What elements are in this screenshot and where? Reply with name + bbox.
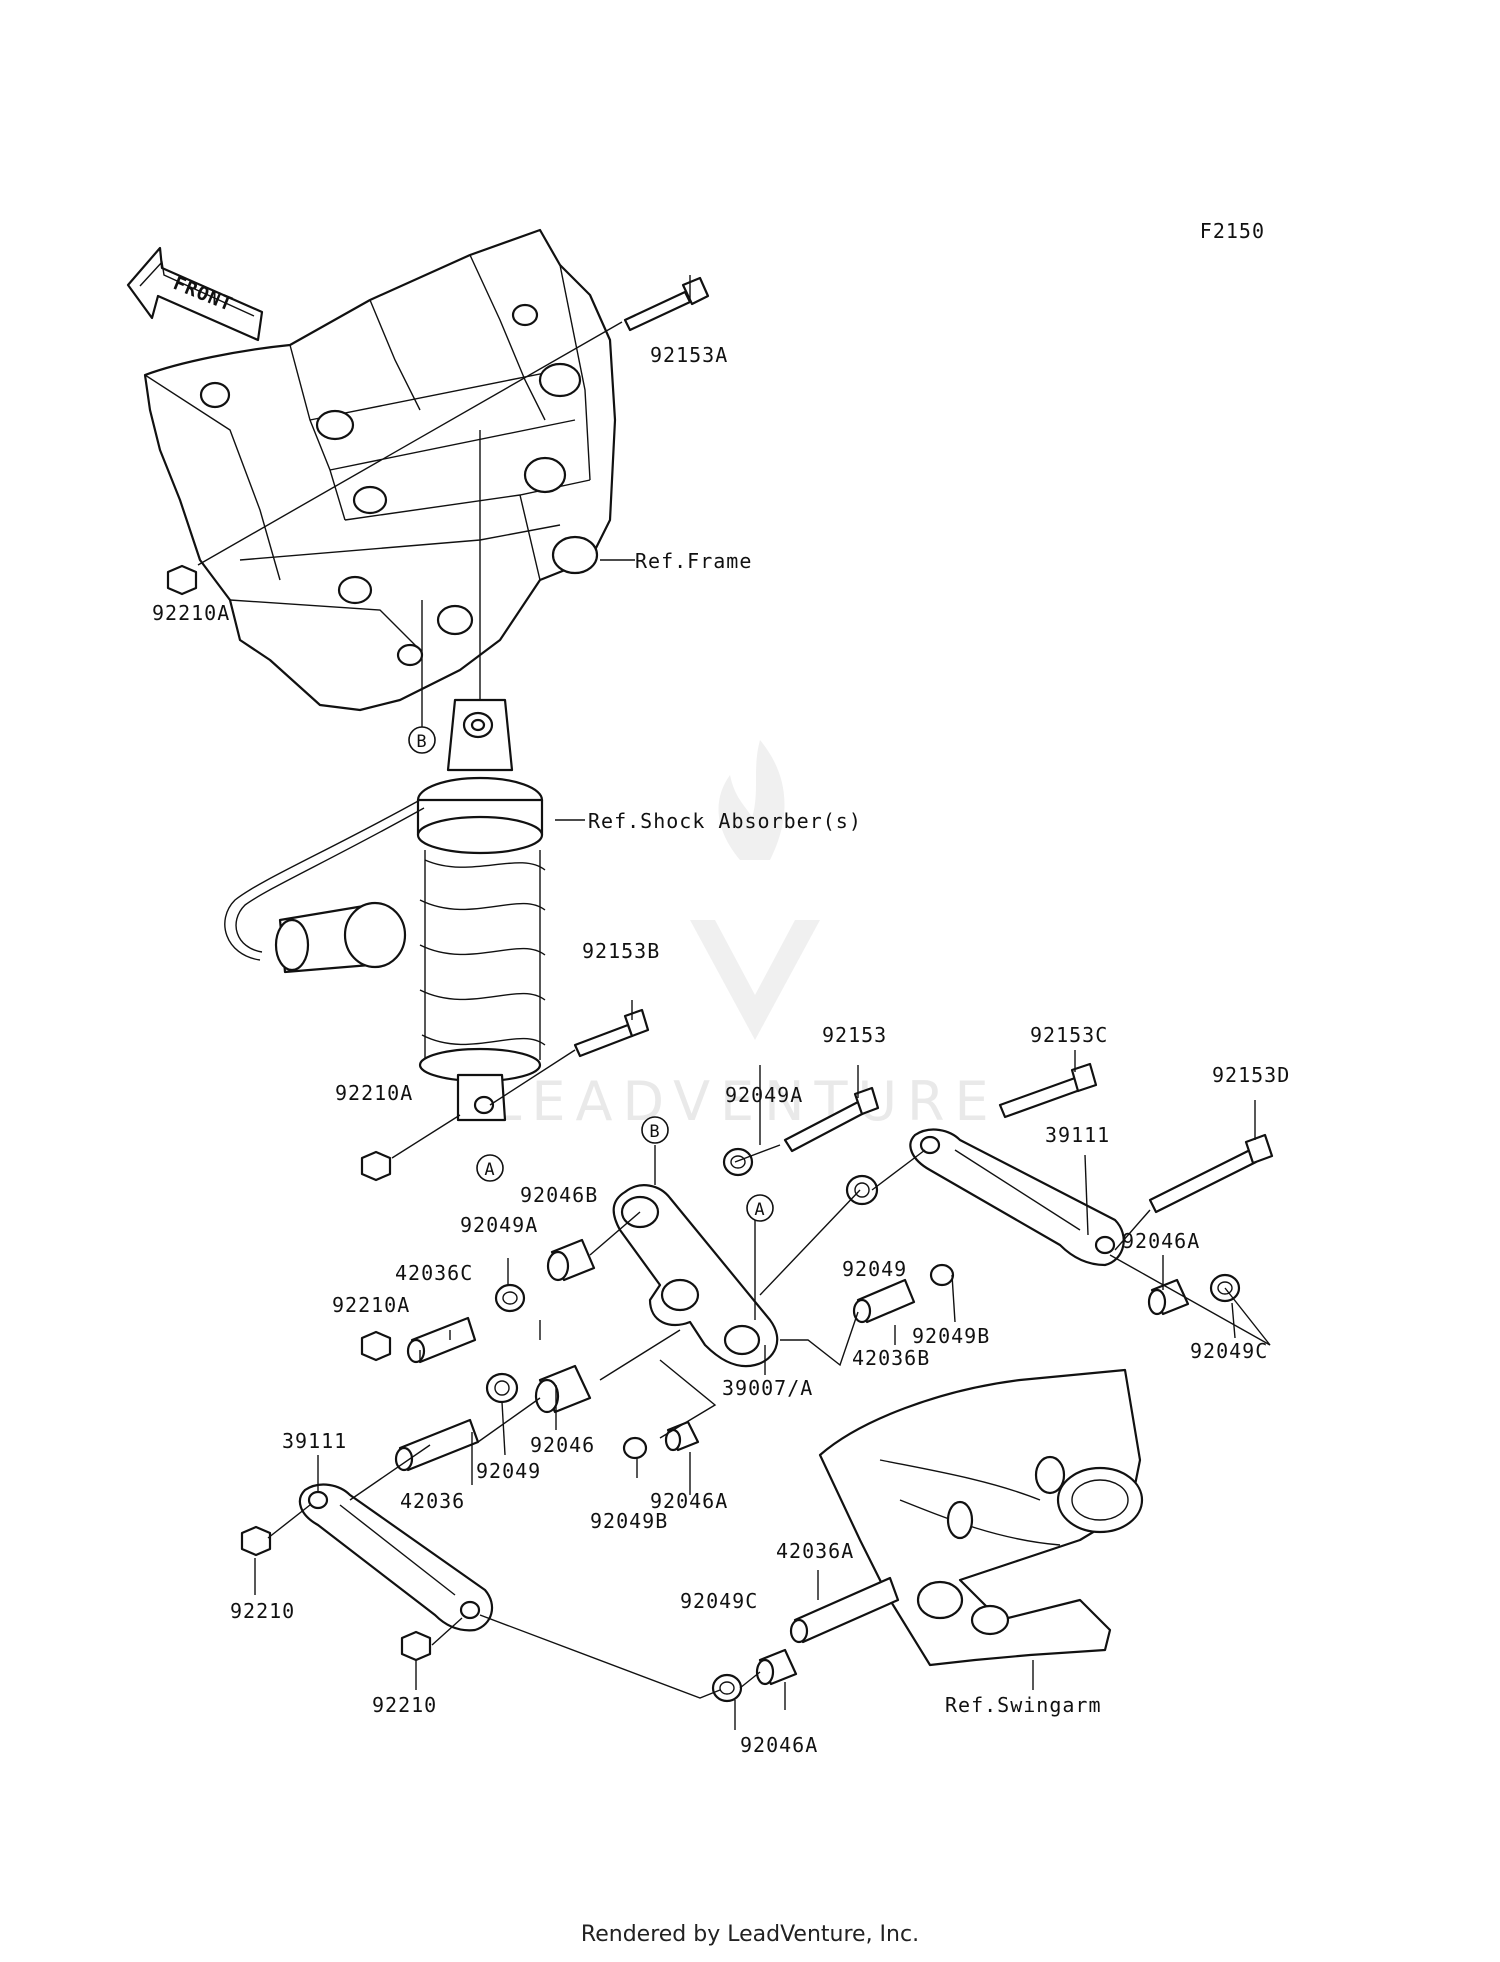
part-92046: 92046 — [530, 1433, 595, 1457]
callout-a-link-text: A — [754, 1200, 765, 1220]
bolt-92153A — [623, 276, 710, 332]
callout-b-link — [641, 1116, 669, 1144]
callout-b-link-text: B — [649, 1122, 660, 1142]
part-92049-mid: 92049 — [476, 1459, 541, 1483]
part-92153D: 92153D — [1212, 1063, 1290, 1087]
part-92210-b: 92210 — [372, 1693, 437, 1717]
part-92046A-low: 92046A — [650, 1489, 728, 1513]
bolt-92153B — [573, 1008, 650, 1058]
callout-a-shock — [476, 1154, 504, 1182]
washer-92049A-lower — [494, 1283, 526, 1313]
swingarm-drawing — [818, 1368, 1144, 1667]
footer-credit: Rendered by LeadVenture, Inc. — [580, 1922, 920, 1947]
part-42036: 42036 — [400, 1489, 465, 1513]
part-42036B: 42036B — [852, 1346, 930, 1370]
washer-92049B-right — [929, 1263, 955, 1287]
nut-92210A-top — [166, 564, 198, 596]
nut-92210A-low — [360, 1330, 392, 1362]
part-92210A-top: 92210A — [152, 601, 230, 625]
part-92153B: 92153B — [582, 939, 660, 963]
callout-a-link — [746, 1194, 774, 1222]
part-92210-a: 92210 — [230, 1599, 295, 1623]
part-92210A-low: 92210A — [332, 1293, 410, 1317]
part-39111-right: 39111 — [1045, 1123, 1110, 1147]
part-92153C: 92153C — [1030, 1023, 1108, 1047]
bolt-92153 — [783, 1086, 880, 1153]
part-92049C-low: 92049C — [680, 1589, 758, 1613]
arm-39111-left-drawing — [298, 1483, 494, 1632]
part-42036A: 42036A — [776, 1539, 854, 1563]
part-92049A-lower: 92049A — [460, 1213, 538, 1237]
part-92049B-right: 92049B — [912, 1324, 990, 1348]
washer-92049-right — [845, 1174, 879, 1206]
bolt-92153C — [998, 1062, 1098, 1119]
arm-39111-right-drawing — [909, 1128, 1125, 1267]
bolt-92153D — [1148, 1133, 1274, 1214]
watermark-text: LEADVENTURE — [491, 1070, 998, 1133]
ref-swingarm-label: Ref.Swingarm — [945, 1693, 1102, 1717]
washer-92049A-upper — [722, 1147, 754, 1177]
shock-absorber-drawing — [224, 698, 546, 1122]
part-39007A: 39007/A — [722, 1376, 813, 1400]
ref-frame-label: Ref.Frame — [635, 549, 752, 573]
part-92049A-upper: 92049A — [725, 1083, 803, 1107]
ref-shock-label: Ref.Shock Absorber(s) — [588, 809, 862, 833]
part-92210A-mid: 92210A — [335, 1081, 413, 1105]
diagram-code: F2150 — [1200, 219, 1265, 243]
part-92046A-bottom: 92046A — [740, 1733, 818, 1757]
nut-92210-b — [400, 1630, 432, 1662]
nut-92210-a — [240, 1525, 272, 1557]
nut-92210A-mid — [360, 1150, 392, 1182]
part-92153A: 92153A — [650, 343, 728, 367]
part-42036C: 42036C — [395, 1261, 473, 1285]
watermark-logo — [690, 740, 820, 1040]
frame-drawing — [143, 228, 617, 712]
part-92049B-low: 92049B — [590, 1509, 668, 1533]
callout-b-frame-text: B — [416, 732, 427, 752]
front-arrow-icon: FRONT — [126, 246, 264, 342]
part-92049C-right: 92049C — [1190, 1339, 1268, 1363]
part-92049-right: 92049 — [842, 1257, 907, 1281]
callout-a-shock-text: A — [484, 1160, 495, 1180]
part-92153: 92153 — [822, 1023, 887, 1047]
washer-92049B-low — [622, 1436, 648, 1460]
part-92046B: 92046B — [520, 1183, 598, 1207]
callout-b-frame — [408, 726, 436, 754]
part-92046A-right: 92046A — [1122, 1229, 1200, 1253]
collar-42036A — [793, 1576, 900, 1644]
part-39111-left: 39111 — [282, 1429, 347, 1453]
leader-lines — [197, 275, 1271, 1730]
washer-92049C-low — [711, 1673, 743, 1703]
